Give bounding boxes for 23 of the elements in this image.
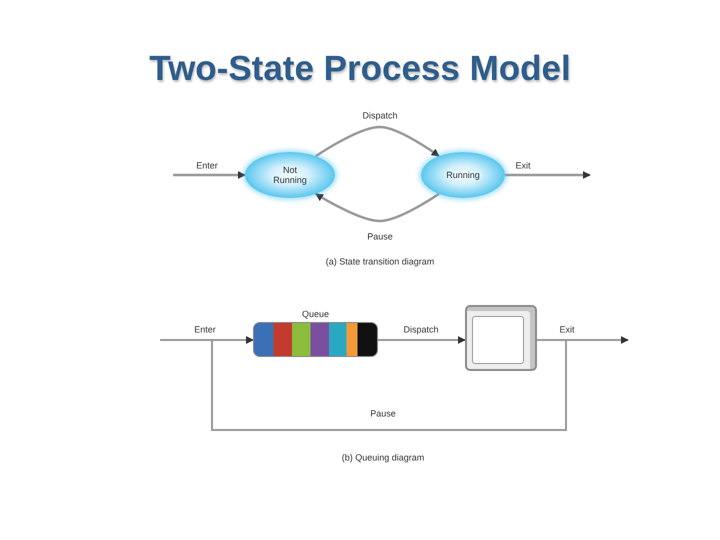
edge-label: Exit	[514, 160, 532, 172]
arrow	[211, 336, 567, 431]
arrow	[378, 336, 466, 344]
edge-label: Enter	[194, 160, 220, 172]
edge-label: Exit	[558, 324, 576, 336]
state-label: Running	[446, 170, 480, 180]
edge-label: Pause	[368, 408, 398, 420]
arrow	[173, 171, 246, 179]
arrow	[505, 171, 591, 179]
edge-label: Dispatch	[402, 324, 440, 336]
queue-label: Queue	[302, 308, 330, 321]
figure-caption: (b) Queuing diagram	[342, 452, 424, 464]
slide-title: Two-State Process Model	[148, 48, 572, 90]
edge-label: Enter	[192, 324, 218, 336]
state-ellipse	[421, 152, 505, 198]
arrow	[315, 126, 440, 158]
edge-label: Dispatch	[360, 110, 400, 122]
state-label: Not Running	[272, 164, 308, 186]
processor-box	[465, 305, 537, 371]
edge-label: Pause	[365, 232, 395, 242]
state-ellipse	[245, 152, 335, 198]
arrow	[315, 192, 440, 222]
figure-caption: (a) State transition diagram	[326, 256, 434, 268]
